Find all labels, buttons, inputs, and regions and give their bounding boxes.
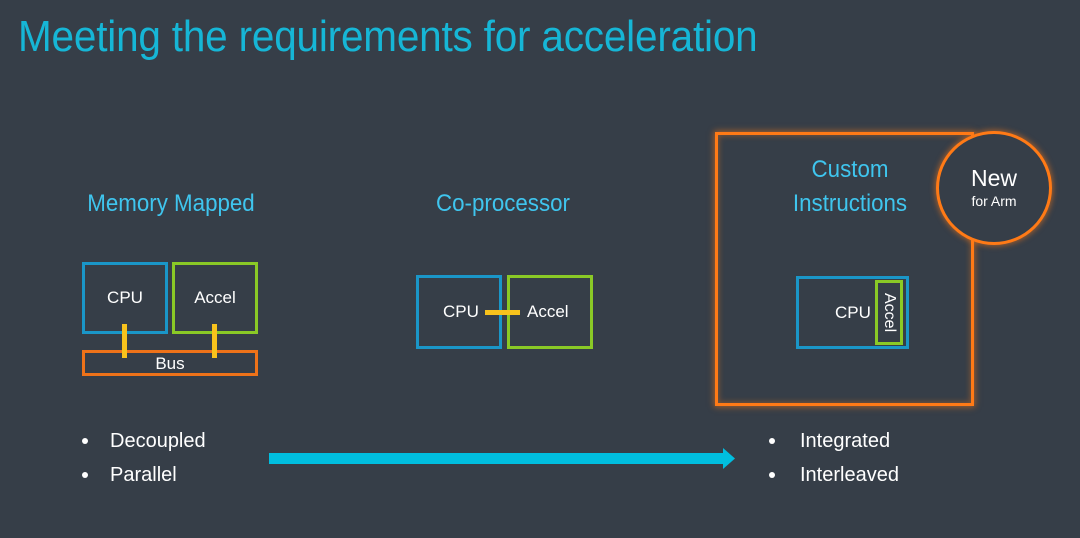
- cpu-label: CPU: [443, 302, 479, 321]
- custom-instructions-heading-line2: Instructions: [792, 190, 908, 217]
- bullet-dot: [769, 438, 775, 444]
- accel-bus-connector: [212, 324, 217, 358]
- highlight-frame: [715, 132, 974, 406]
- cpu-accel-connector: [485, 310, 520, 315]
- bullet-text: Integrated: [800, 430, 891, 452]
- cpu-label: CPU: [835, 302, 871, 322]
- right-bullet-list: Integrated Interleaved: [769, 424, 949, 492]
- cpu-bus-connector: [122, 324, 127, 358]
- memory-mapped-bus-box: Bus: [82, 350, 258, 376]
- memory-mapped-heading: Memory Mapped: [87, 190, 255, 217]
- bullet-item: Interleaved: [769, 458, 949, 492]
- badge-main-text: New: [970, 165, 1017, 191]
- new-for-arm-badge: New for Arm: [936, 131, 1052, 245]
- bullet-item: Integrated: [769, 424, 949, 458]
- bullet-text: Decoupled: [110, 430, 206, 452]
- arrow-head: [723, 448, 735, 469]
- coprocessor-heading: Co-processor: [436, 190, 570, 217]
- bullet-dot: [82, 472, 88, 478]
- custom-cpu-box: CPU: [796, 276, 909, 349]
- cpu-label: CPU: [107, 288, 143, 307]
- right-arrow-icon: [269, 448, 735, 469]
- bullet-dot: [82, 438, 88, 444]
- arrow-shaft: [269, 453, 725, 464]
- accel-label: Accel: [881, 292, 898, 333]
- badge-sub-text: for Arm: [971, 193, 1017, 209]
- slide-title: Meeting the requirements for acceleratio…: [18, 12, 758, 61]
- custom-accel-box: Accel: [875, 280, 903, 345]
- bus-label: Bus: [155, 354, 185, 373]
- bullet-text: Parallel: [110, 464, 177, 486]
- bullet-dot: [769, 472, 775, 478]
- bullet-item: Parallel: [82, 458, 262, 492]
- bullet-item: Decoupled: [82, 424, 262, 458]
- left-bullet-list: Decoupled Parallel: [82, 424, 262, 492]
- accel-label: Accel: [194, 288, 236, 307]
- bullet-text: Interleaved: [800, 464, 899, 486]
- custom-instructions-heading-line1: Custom: [811, 156, 889, 183]
- accel-label: Accel: [527, 302, 569, 321]
